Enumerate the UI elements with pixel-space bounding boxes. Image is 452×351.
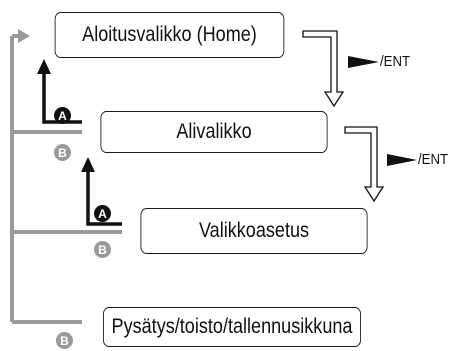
badge-b-1: B: [54, 144, 71, 161]
playback-label: Pysätys/toisto/tallennusikkuna: [111, 315, 353, 338]
enter-arrows: [302, 30, 385, 203]
enter-label-1: /ENT: [380, 53, 411, 70]
badge-a-2: A: [94, 205, 111, 222]
settings-box: Valikkoasetus: [140, 208, 368, 254]
badge-b-3: B: [56, 332, 73, 349]
play-triangle-icon-1: [348, 56, 379, 68]
submenu-label: Alivalikko: [176, 120, 252, 143]
back-arrow-submenu-to-home: [42, 72, 82, 124]
back-arrow-settings-to-submenu: [86, 170, 122, 226]
return-lines: [10, 34, 122, 324]
enter-arrow-home-to-submenu: [302, 30, 345, 108]
submenu-box: Alivalikko: [100, 111, 328, 153]
badge-a-1: A: [54, 107, 71, 124]
enter-label-2: /ENT: [418, 151, 449, 168]
settings-label: Valikkoasetus: [198, 219, 310, 242]
enter-arrow-submenu-to-settings: [344, 126, 385, 203]
playback-box: Pysätys/toisto/tallennusikkuna: [103, 307, 361, 347]
play-triangle-icon-2: [387, 154, 417, 166]
badge-b-2: B: [94, 241, 111, 258]
home-menu-box: Aloitusvalikko (Home): [54, 12, 285, 58]
return-arrowhead: [18, 29, 30, 43]
back-arrowhead-2: [81, 157, 95, 172]
back-arrows: [42, 72, 122, 226]
home-menu-label: Aloitusvalikko (Home): [82, 23, 257, 46]
back-arrowhead-1: [37, 59, 51, 74]
